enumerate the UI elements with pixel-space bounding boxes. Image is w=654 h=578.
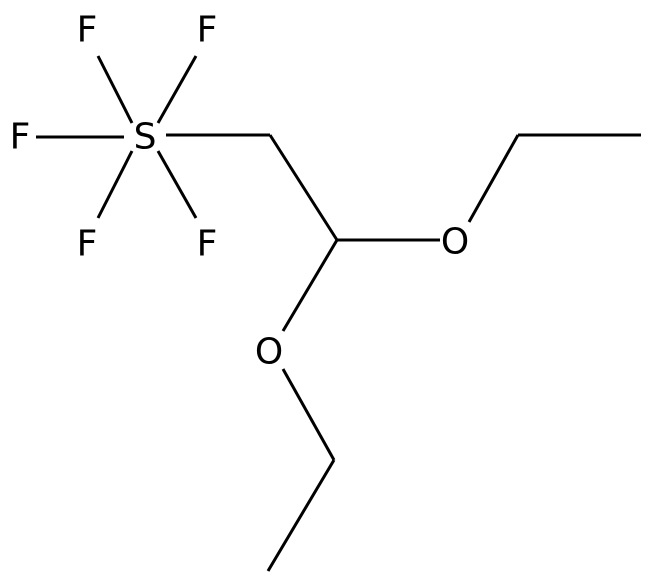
bond-s-f-top-left xyxy=(96,55,134,124)
atom-f-top-left: F xyxy=(77,10,98,51)
atom-f-left: F xyxy=(10,117,31,158)
atom-f-bottom-left: F xyxy=(77,224,98,265)
atom-o-lower: O xyxy=(255,332,283,373)
bond-ch2-ch3-lower xyxy=(266,459,336,572)
bond-s-f-bottom-right xyxy=(156,150,198,219)
atom-o-right: O xyxy=(441,222,469,263)
bond-s-f-top-right xyxy=(156,55,198,124)
atom-s: S xyxy=(134,117,157,158)
bond-o-lower-ch2 xyxy=(281,368,336,461)
atom-f-top-right: F xyxy=(197,10,218,51)
bond-ch-o-lower xyxy=(281,239,339,332)
bond-s-f-bottom-left xyxy=(96,150,134,219)
bond-o-right-ch2 xyxy=(467,134,520,223)
atom-f-bottom-right: F xyxy=(197,224,218,265)
bond-ch2-ch xyxy=(268,134,339,241)
